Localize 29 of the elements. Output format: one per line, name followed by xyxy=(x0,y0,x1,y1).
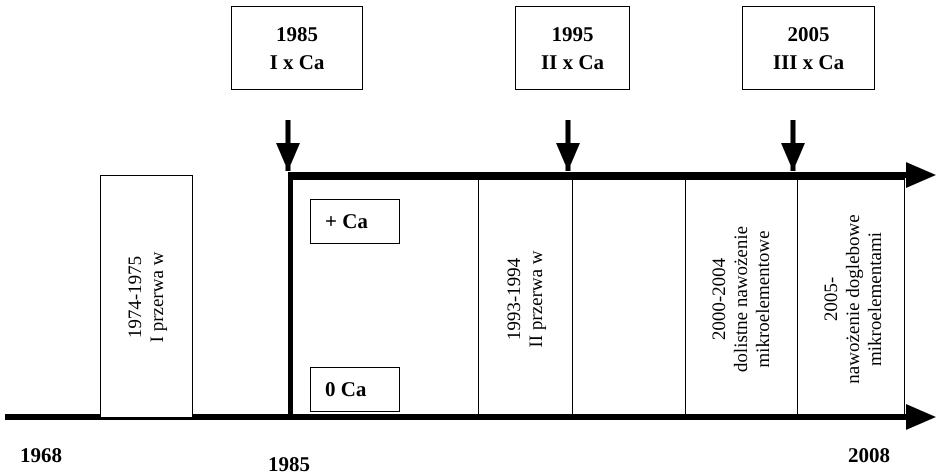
box-text: 1985 xyxy=(276,20,318,48)
box-text: III x Ca xyxy=(772,49,844,76)
box-text: I x Ca xyxy=(270,49,324,76)
year-label: 1968 xyxy=(20,443,62,468)
event-box xyxy=(742,6,875,90)
vertical-label: I przerwa w xyxy=(146,250,168,344)
treatment-box xyxy=(310,199,400,244)
vertical-label: 2005- xyxy=(820,275,843,323)
vertical-label: nawożenie doglebowe mikroelementami xyxy=(842,212,886,386)
experiment-panel xyxy=(288,175,905,417)
box-text: II x Ca xyxy=(540,49,604,76)
down-arrow xyxy=(276,120,300,171)
vertical-label: dolistne nawożenie mikroelementowe xyxy=(730,224,774,374)
year-label: 2008 xyxy=(848,443,890,468)
box-text: 0 Ca xyxy=(325,376,366,404)
period-box xyxy=(100,175,193,417)
vertical-label: 2000-2004 xyxy=(708,256,731,342)
vertical-label: 1974-1975 xyxy=(124,254,146,340)
vertical-label: II przerwa w xyxy=(526,248,548,350)
vertical-label: 1993-1994 xyxy=(504,256,526,342)
event-box xyxy=(515,6,630,90)
down-arrow xyxy=(781,120,805,171)
box-text: 2005 xyxy=(788,20,830,48)
event-box xyxy=(231,6,363,90)
year-label: 1985 xyxy=(268,452,310,475)
treatment-box xyxy=(310,367,400,412)
box-text: + Ca xyxy=(325,208,368,236)
box-text: 1995 xyxy=(552,20,594,48)
down-arrow xyxy=(556,120,580,171)
